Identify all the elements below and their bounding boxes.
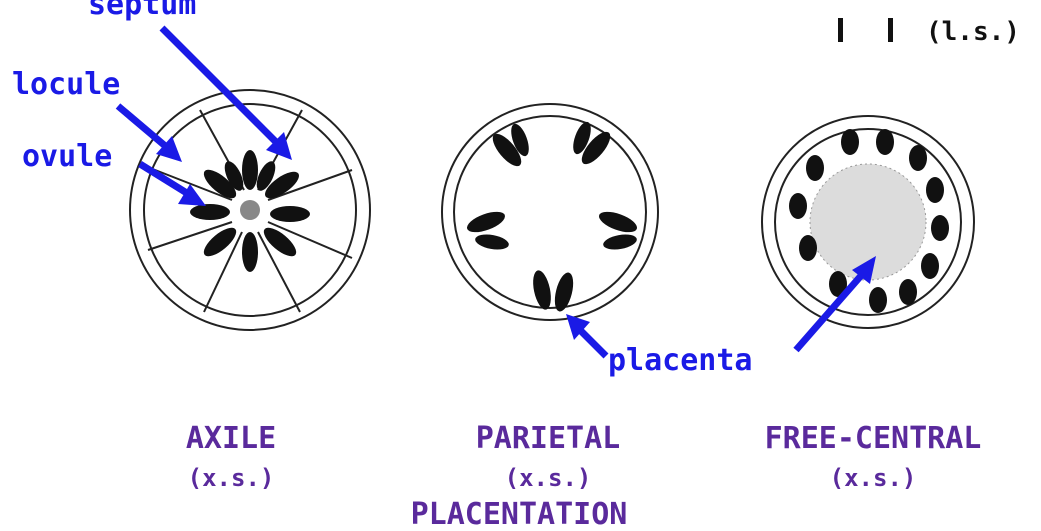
placentation-caption: PLACENTATION	[411, 497, 628, 531]
parietal-title: PARIETAL	[476, 421, 621, 456]
placenta-arrow-parietal	[566, 314, 606, 356]
axile-placenta	[240, 200, 260, 220]
parietal-section: (x.s.)	[505, 464, 592, 492]
free-central-section: (x.s.)	[830, 464, 917, 492]
parietal-outer-wall	[442, 104, 658, 320]
axile-section: (x.s.)	[188, 464, 275, 492]
axile-ovary	[130, 90, 370, 330]
septum-label: septum	[88, 0, 196, 22]
ovule-label: ovule	[22, 139, 112, 174]
parietal-ovary	[442, 104, 658, 320]
ls-tick-right	[888, 18, 893, 42]
ls-label: (l.s.)	[926, 17, 1020, 47]
free-central-title: FREE-CENTRAL	[765, 421, 982, 456]
axile-title: AXILE	[186, 421, 276, 456]
ls-tick-left	[838, 18, 843, 42]
locule-label: locule	[12, 67, 120, 102]
longitudinal-section-marker: (l.s.)	[838, 17, 1020, 47]
free-central-ovary	[762, 116, 974, 328]
placenta-label: placenta	[608, 343, 753, 378]
